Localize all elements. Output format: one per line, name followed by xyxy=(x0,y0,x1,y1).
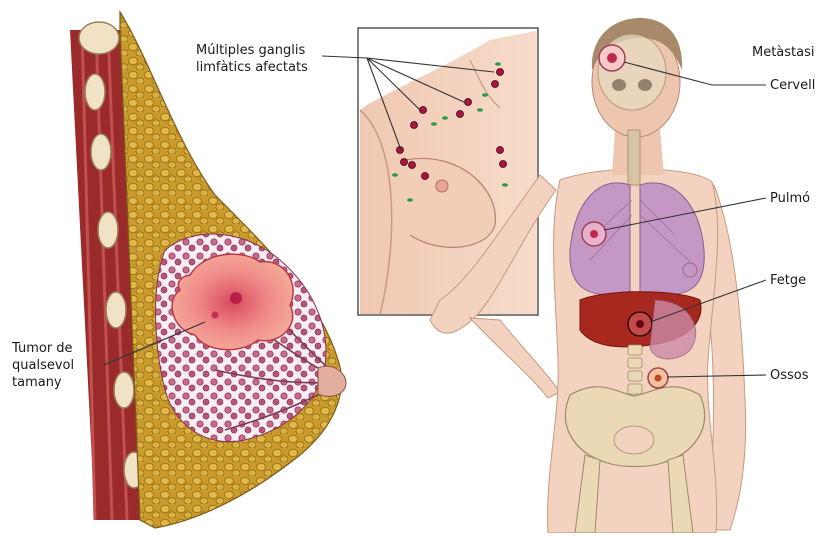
breast-cross-section xyxy=(70,12,346,528)
lymph-nodes-label: Múltiples ganglis limfàtics afectats xyxy=(196,42,336,76)
lymph-nodes-label-line-1: Múltiples ganglis xyxy=(196,42,336,59)
tumor-label-line-2: qualsevol xyxy=(12,357,102,374)
liver-label: Fetge xyxy=(770,272,806,289)
trachea xyxy=(628,130,640,185)
inset-nipple xyxy=(436,180,448,192)
hand xyxy=(470,318,560,398)
tumor-label-line-3: tamany xyxy=(12,374,102,391)
nipple xyxy=(318,366,346,396)
tumor-label-line-1: Tumor de xyxy=(12,340,102,357)
metastasis-heading: Metàstasi xyxy=(752,44,815,61)
bones-label: Ossos xyxy=(770,367,809,384)
brain-label: Cervell xyxy=(770,77,815,94)
lung-label: Pulmó xyxy=(770,190,810,207)
tumor-label: Tumor de qualsevol tamany xyxy=(12,340,102,391)
lymph-nodes-label-line-2: limfàtics afectats xyxy=(196,59,336,76)
lymph-node-inset xyxy=(358,28,540,315)
